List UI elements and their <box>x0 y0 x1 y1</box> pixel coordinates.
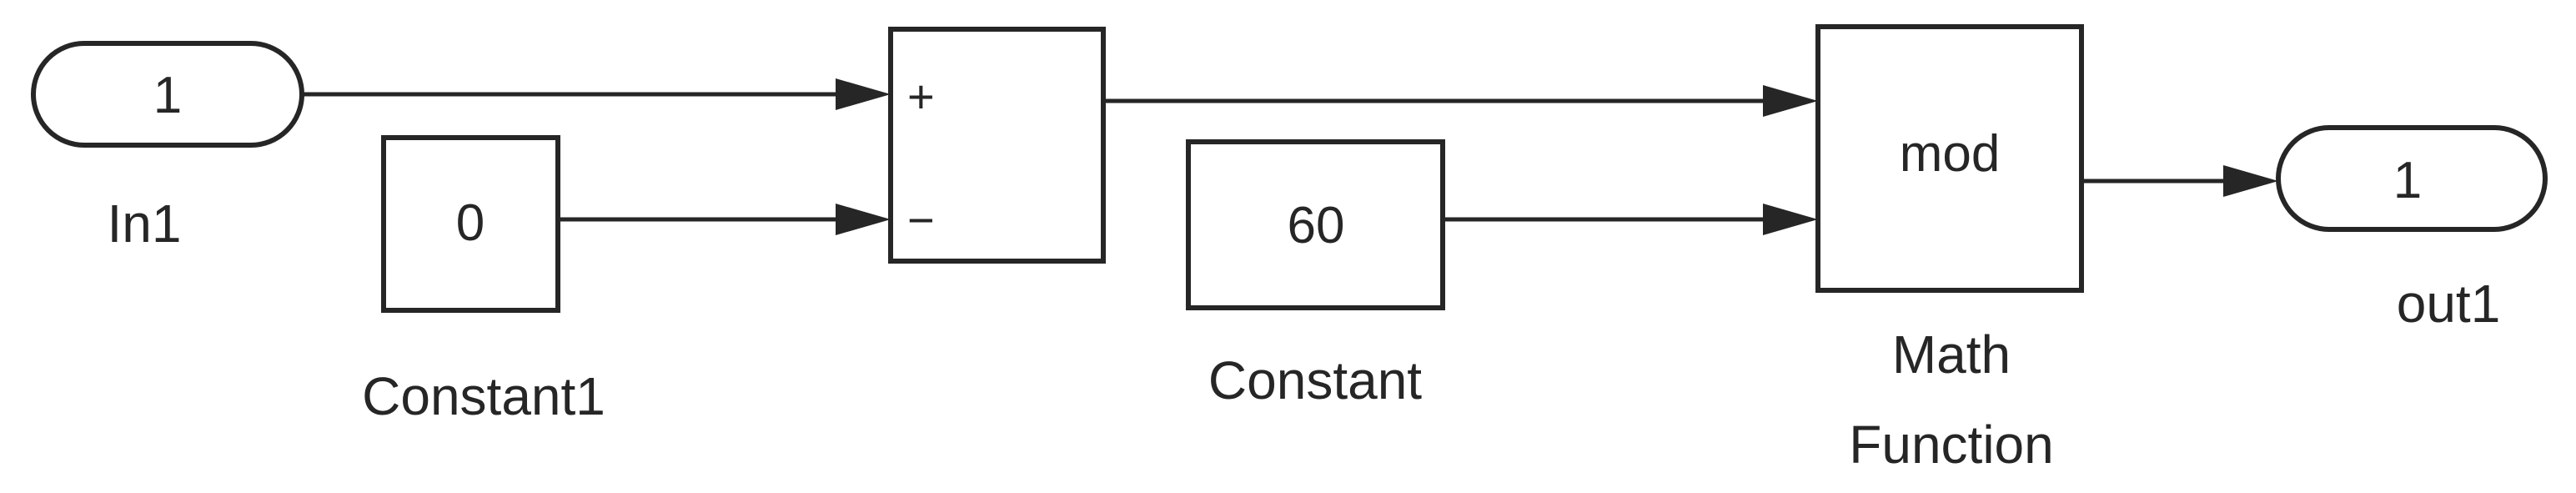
sum-block[interactable]: + − <box>888 27 1106 264</box>
arrowhead-out1 <box>2223 165 2278 197</box>
constant-block[interactable]: 60 <box>1186 139 1445 310</box>
in1-port-number: 1 <box>153 67 182 124</box>
math-function-operator: mod <box>1900 125 2001 183</box>
constant-label: Constant <box>1208 350 1422 410</box>
in1-block[interactable]: 1 <box>31 41 304 148</box>
math-function-label-line1: Math <box>1892 324 2011 385</box>
constant1-value: 0 <box>456 194 485 252</box>
out1-label: out1 <box>2397 274 2501 334</box>
arrowhead-math-function-in1 <box>1763 85 1818 117</box>
out1-port-number: 1 <box>2393 152 2422 209</box>
sum-minus-sign: − <box>907 194 935 246</box>
arrowhead-sum-plus <box>836 78 891 110</box>
arrowhead-sum-minus <box>836 204 891 235</box>
out1-block[interactable]: 1 <box>2276 125 2548 232</box>
constant1-label: Constant1 <box>362 366 605 426</box>
sum-plus-sign: + <box>907 70 935 123</box>
arrowhead-math-function-in2 <box>1763 204 1818 235</box>
constant-value: 60 <box>1288 197 1345 254</box>
math-function-block[interactable]: mod <box>1815 24 2084 293</box>
in1-label: In1 <box>108 194 182 254</box>
math-function-label-line2: Function <box>1849 415 2053 475</box>
constant1-block[interactable]: 0 <box>381 135 560 313</box>
